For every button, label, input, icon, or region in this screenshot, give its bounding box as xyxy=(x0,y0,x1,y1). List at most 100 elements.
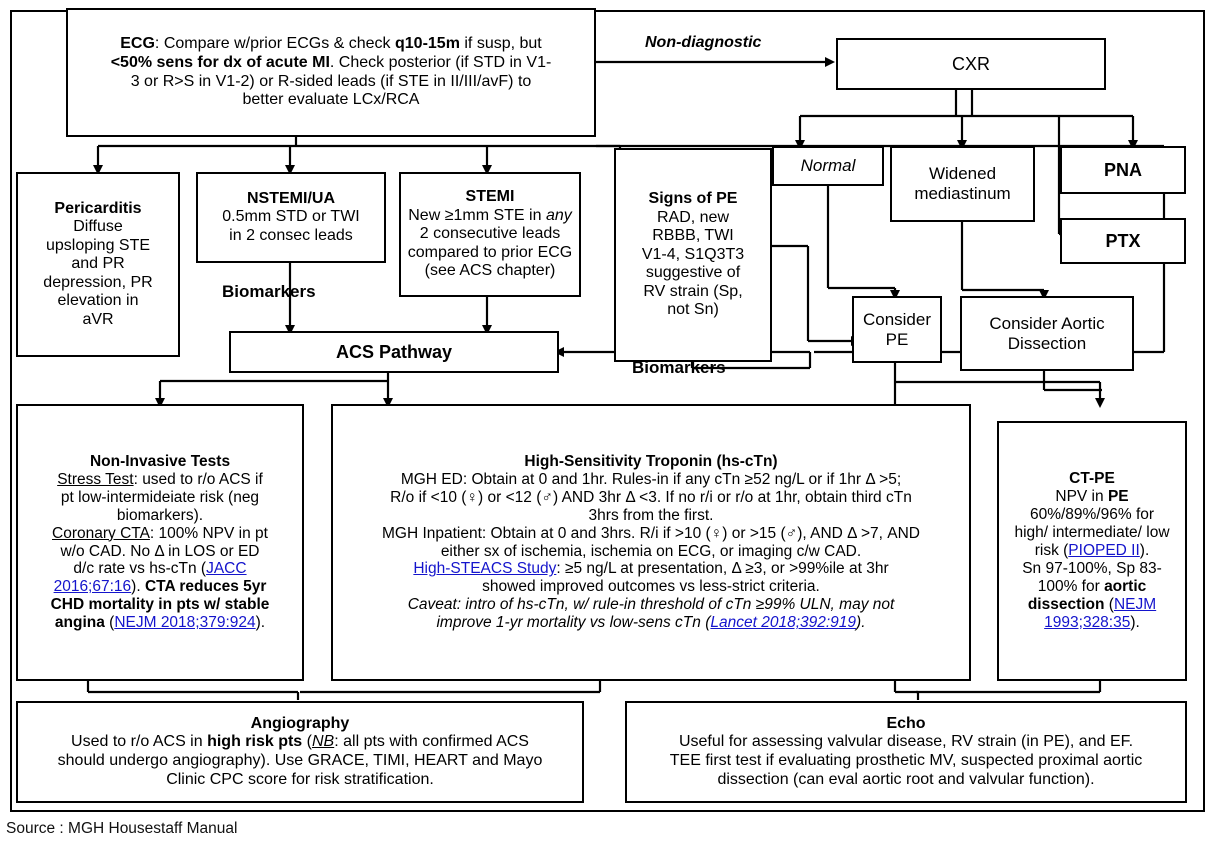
consider-pe-line-2: PE xyxy=(885,329,909,349)
ctpe-line-7: dissection (NEJM xyxy=(1027,595,1157,613)
node-acs-pathway[interactable]: ACS Pathway xyxy=(229,331,559,373)
source-caption: Source : MGH Housestaff Manual xyxy=(6,820,238,837)
nstemi-line-2: in 2 consec leads xyxy=(229,226,353,244)
hstn-line-4: MGH Inpatient: Obtain at 0 and 3hrs. R/i… xyxy=(381,524,920,542)
nit-line-2: pt low-intermideiate risk (neg xyxy=(60,488,260,506)
nit-line-6: d/c rate vs hs-cTn (JACC xyxy=(73,560,247,578)
node-pericarditis[interactable]: Pericarditis Diffuse upsloping STE and P… xyxy=(16,172,180,357)
angio-line-2: should undergo angiography). Use GRACE, … xyxy=(57,752,543,769)
nit-line-3: biomarkers). xyxy=(116,506,204,524)
signs-pe-title: Signs of PE xyxy=(648,190,738,208)
ecg-line-3: 3 or R>S in V1-2) or R-sided leads (if S… xyxy=(130,72,532,90)
link-jacc[interactable]: JACC xyxy=(206,560,247,578)
hstn-title: High-Sensitivity Troponin (hs-cTn) xyxy=(524,452,778,470)
nit-line-5: w/o CAD. No Δ in LOS or ED xyxy=(60,542,260,560)
outer-frame xyxy=(10,10,1205,812)
hstn-line-6: High-STEACS Study: ≥5 ng/L at presentati… xyxy=(413,560,889,578)
edge-label-biomarkers-right: Biomarkers xyxy=(632,358,726,377)
node-consider-pe[interactable]: Consider PE xyxy=(852,296,942,363)
node-normal[interactable]: Normal xyxy=(772,146,884,186)
link-nejm-1993[interactable]: NEJM xyxy=(1113,595,1157,613)
echo-line-3: dissection (can eval aortic root and val… xyxy=(717,770,1095,788)
node-ecg[interactable]: ECG: Compare w/prior ECGs & check q10-15… xyxy=(66,8,596,137)
pericarditis-line-1: Diffuse xyxy=(73,218,123,236)
node-widened-mediastinum[interactable]: Widened mediastinum xyxy=(890,146,1035,222)
stemi-line-1: New ≥1mm STE in any xyxy=(408,206,572,224)
edge-label-biomarkers-left: Biomarkers xyxy=(222,282,316,301)
node-angiography[interactable]: Angiography Used to r/o ACS in high risk… xyxy=(16,701,584,803)
link-nejm-2018[interactable]: NEJM 2018;379:924 xyxy=(114,614,256,632)
node-non-invasive-tests[interactable]: Non-Invasive Tests Stress Test: used to … xyxy=(16,404,304,681)
hstn-line-7: showed improved outcomes vs less-strict … xyxy=(482,578,820,596)
nit-line-9: angina (NEJM 2018;379:924). xyxy=(54,614,266,632)
angio-line-3: Clinic CPC score for risk stratification… xyxy=(166,770,434,788)
echo-line-1: Useful for assessing valvular disease, R… xyxy=(678,733,1134,751)
echo-line-2: TEE first test if evaluating prosthetic … xyxy=(669,752,1143,769)
hstn-line-5: either sx of ischemia, ischemia on ECG, … xyxy=(440,542,862,560)
ecg-line-2: <50% sens for dx of acute MI. Check post… xyxy=(110,53,552,71)
edge-label-non-diagnostic: Non-diagnostic xyxy=(645,34,762,51)
pna-label: PNA xyxy=(1103,159,1142,180)
link-high-steacs[interactable]: High-STEACS Study xyxy=(413,560,557,578)
angio-title: Angiography xyxy=(250,714,350,732)
signs-pe-line-3: V1-4, S1Q3T3 xyxy=(641,245,745,263)
link-jacc-cont[interactable]: 2016;67:16 xyxy=(53,578,132,596)
hstn-line-3: 3hrs from the first. xyxy=(588,506,714,524)
cxr-label: CXR xyxy=(951,53,990,74)
nit-line-4: Coronary CTA: 100% NPV in pt xyxy=(52,524,268,542)
echo-title: Echo xyxy=(886,714,926,732)
nit-title: Non-Invasive Tests xyxy=(89,452,231,470)
node-signs-of-pe[interactable]: Signs of PE RAD, new RBBB, TWI V1-4, S1Q… xyxy=(614,148,772,362)
consider-ad-line-2: Dissection xyxy=(1007,333,1087,353)
node-cxr[interactable]: CXR xyxy=(836,38,1106,90)
node-pna[interactable]: PNA xyxy=(1060,146,1186,194)
node-ct-pe[interactable]: CT-PE NPV in PE 60%/89%/96% for high/ in… xyxy=(997,421,1187,681)
acs-pathway-label: ACS Pathway xyxy=(335,341,453,362)
consider-ad-line-1: Consider Aortic xyxy=(989,313,1105,333)
pericarditis-line-4: depression, PR xyxy=(43,273,153,291)
widened-line-1: Widened xyxy=(928,164,997,184)
signs-pe-line-1: RAD, new xyxy=(656,208,730,226)
hstn-line-9: improve 1-yr mortality vs low-sens cTn (… xyxy=(436,614,866,632)
ctpe-line-5: Sn 97-100%, Sp 83- xyxy=(1022,559,1162,577)
node-nstemi-ua[interactable]: NSTEMI/UA 0.5mm STD or TWI in 2 consec l… xyxy=(196,172,386,263)
ctpe-line-4: risk (PIOPED II). xyxy=(1034,542,1150,560)
pericarditis-line-6: aVR xyxy=(82,310,114,328)
node-consider-aortic-dissection[interactable]: Consider Aortic Dissection xyxy=(960,296,1134,371)
angio-line-1: Used to r/o ACS in high risk pts (NB: al… xyxy=(71,733,529,751)
ptx-label: PTX xyxy=(1105,230,1141,251)
node-hs-troponin[interactable]: High-Sensitivity Troponin (hs-cTn) MGH E… xyxy=(331,404,971,681)
stemi-title: STEMI xyxy=(465,188,515,206)
pericarditis-title: Pericarditis xyxy=(54,199,142,217)
signs-pe-line-6: not Sn) xyxy=(667,301,719,319)
node-stemi[interactable]: STEMI New ≥1mm STE in any 2 consecutive … xyxy=(399,172,581,297)
hstn-line-1: MGH ED: Obtain at 0 and 1hr. Rules-in if… xyxy=(400,470,902,488)
ctpe-line-8: 1993;328:35). xyxy=(1044,613,1140,631)
node-ptx[interactable]: PTX xyxy=(1060,218,1186,264)
pericarditis-line-2: upsloping STE xyxy=(45,236,151,254)
ctpe-line-3: high/ intermediate/ low xyxy=(1014,524,1170,542)
hstn-line-8: Caveat: intro of hs-cTn, w/ rule-in thre… xyxy=(407,596,895,614)
stemi-line-4: (see ACS chapter) xyxy=(424,262,556,280)
nit-line-1: Stress Test: used to r/o ACS if xyxy=(57,470,263,488)
ctpe-title: CT-PE xyxy=(1069,470,1115,488)
nit-line-7: 2016;67:16). CTA reduces 5yr xyxy=(53,578,267,596)
consider-pe-line-1: Consider xyxy=(862,309,932,329)
ctpe-line-2: 60%/89%/96% for xyxy=(1029,506,1155,524)
stemi-line-3: compared to prior ECG xyxy=(407,243,573,261)
nstemi-title: NSTEMI/UA xyxy=(247,189,335,207)
link-nejm-1993-cont[interactable]: 1993;328:35 xyxy=(1044,613,1131,631)
pericarditis-line-3: and PR xyxy=(71,255,125,273)
ecg-line-4: better evaluate LCx/RCA xyxy=(242,91,420,109)
node-echo[interactable]: Echo Useful for assessing valvular disea… xyxy=(625,701,1187,803)
link-pioped-ii[interactable]: PIOPED II xyxy=(1068,542,1140,560)
signs-pe-line-2: RBBB, TWI xyxy=(652,227,734,245)
hstn-line-2: R/o if <10 (♀) or <12 (♂) AND 3hr Δ <3. … xyxy=(390,488,912,506)
link-lancet-2018[interactable]: Lancet 2018;392:919 xyxy=(710,614,857,632)
widened-line-2: mediastinum xyxy=(914,184,1011,203)
normal-label: Normal xyxy=(800,156,856,176)
signs-pe-line-5: RV strain (Sp, xyxy=(643,282,743,300)
pericarditis-line-5: elevation in xyxy=(57,292,139,310)
ctpe-line-1: NPV in PE xyxy=(1055,488,1129,506)
